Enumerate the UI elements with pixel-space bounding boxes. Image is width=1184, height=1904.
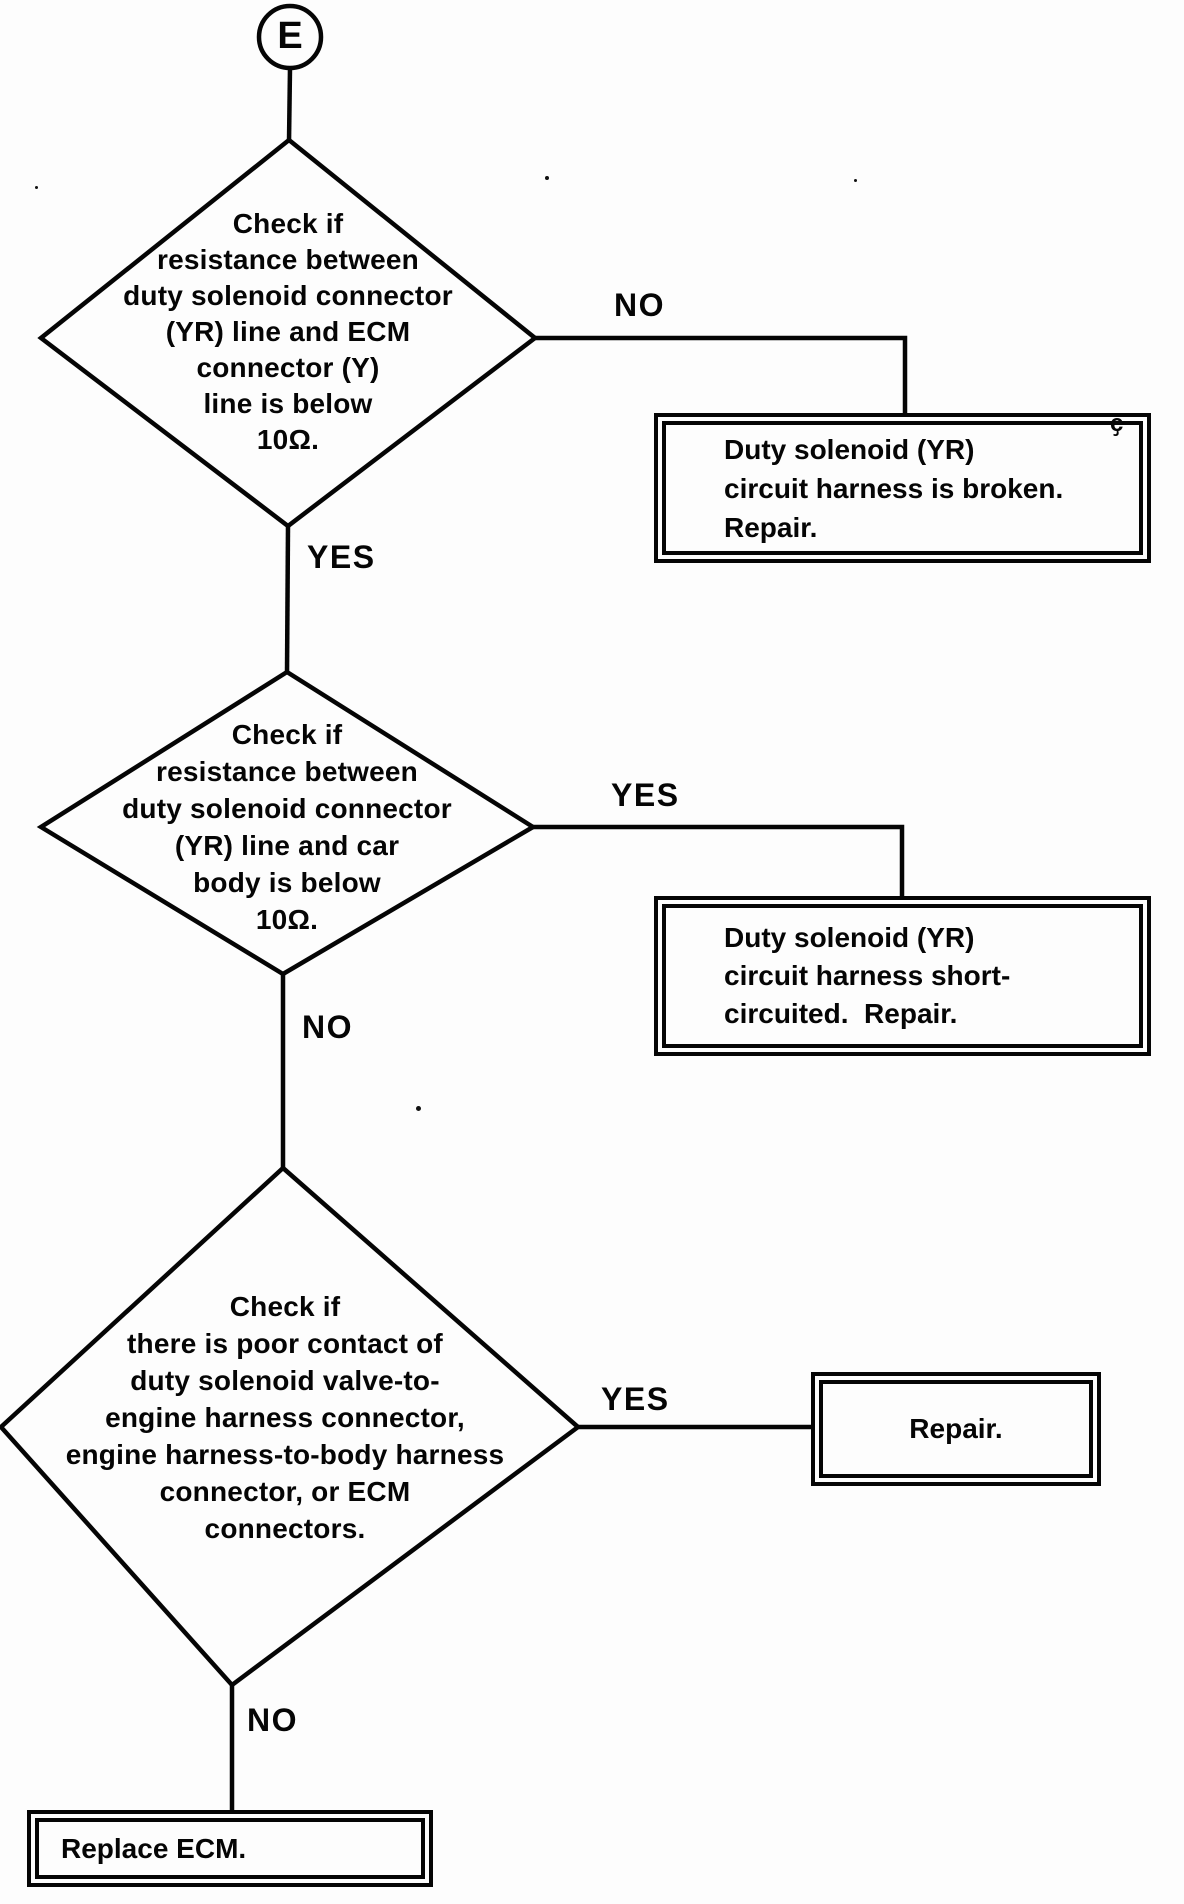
decision-3-line: Check if — [229, 1291, 341, 1322]
decision-2-text: Check if resistance between duty solenoi… — [86, 716, 488, 938]
edge-d1-yes — [284, 525, 291, 675]
decision-3-line: engine harness connector, — [105, 1402, 465, 1433]
decision-2-line: (YR) line and car — [174, 830, 400, 861]
branch-label-yes-2: YES — [611, 777, 680, 813]
decision-1-line: duty solenoid connector — [123, 280, 453, 311]
action-box-line: circuited. Repair. — [724, 998, 958, 1029]
action-box-line: circuit harness short- — [724, 960, 1011, 991]
edge-start-to-d1 — [286, 67, 293, 143]
decision-3-text: Check if there is poor contact of duty s… — [65, 1288, 505, 1547]
scan-speck — [416, 1106, 421, 1111]
decision-3-line: there is poor contact of — [127, 1328, 443, 1359]
action-box-harness-short: Duty solenoid (YR) circuit harness short… — [654, 896, 1151, 1056]
decision-3-line: engine harness-to-body harness — [65, 1439, 505, 1470]
action-box-line: Replace ECM. — [61, 1832, 247, 1864]
decision-1-text: Check if resistance between duty solenoi… — [87, 206, 489, 458]
decision-2-line: 10Ω. — [255, 904, 319, 935]
action-box-line: Repair. — [909, 1413, 1003, 1444]
action-box-line: Duty solenoid (YR) — [724, 922, 975, 953]
action-box-line: Repair. — [724, 511, 818, 543]
scan-speck — [854, 179, 857, 182]
branch-label-yes-3: YES — [601, 1381, 670, 1417]
decision-2-line: Check if — [231, 719, 343, 750]
decision-2-line: duty solenoid connector — [122, 793, 452, 824]
action-box-line: circuit harness is broken. — [724, 472, 1064, 504]
decision-1-line: (YR) line and ECM — [165, 316, 411, 347]
action-box-replace-ecm: Replace ECM. — [27, 1810, 433, 1887]
action-box-harness-broken: Duty solenoid (YR) circuit harness is br… — [654, 413, 1151, 563]
branch-label-no-3: NO — [247, 1702, 298, 1738]
branch-label-yes-1: YES — [307, 539, 376, 575]
scan-speck — [35, 186, 38, 189]
decision-3-line: duty solenoid valve-to- — [130, 1365, 440, 1396]
start-connector-label: E — [277, 15, 303, 57]
decision-3-line: connector, or ECM — [159, 1476, 411, 1507]
decision-1-line: connector (Y) — [196, 352, 380, 383]
decision-3-line: connectors. — [204, 1513, 366, 1544]
action-box-line: Duty solenoid (YR) — [724, 433, 975, 465]
edge-d2-yes — [533, 824, 905, 898]
action-box-repair: Repair. — [811, 1372, 1101, 1486]
branch-label-no-1: NO — [614, 287, 665, 323]
scan-artifact-glyph: ҫ — [1110, 410, 1124, 437]
branch-label-no-2: NO — [302, 1009, 353, 1045]
decision-1-line: 10Ω. — [256, 424, 320, 455]
decision-2-line: body is below — [193, 867, 381, 898]
decision-1-line: resistance between — [157, 244, 419, 275]
edge-d1-no — [535, 335, 908, 415]
scan-speck — [545, 176, 549, 180]
decision-1-line: Check if — [232, 208, 344, 239]
decision-1-line: line is below — [203, 388, 373, 419]
decision-2-line: resistance between — [156, 756, 418, 787]
